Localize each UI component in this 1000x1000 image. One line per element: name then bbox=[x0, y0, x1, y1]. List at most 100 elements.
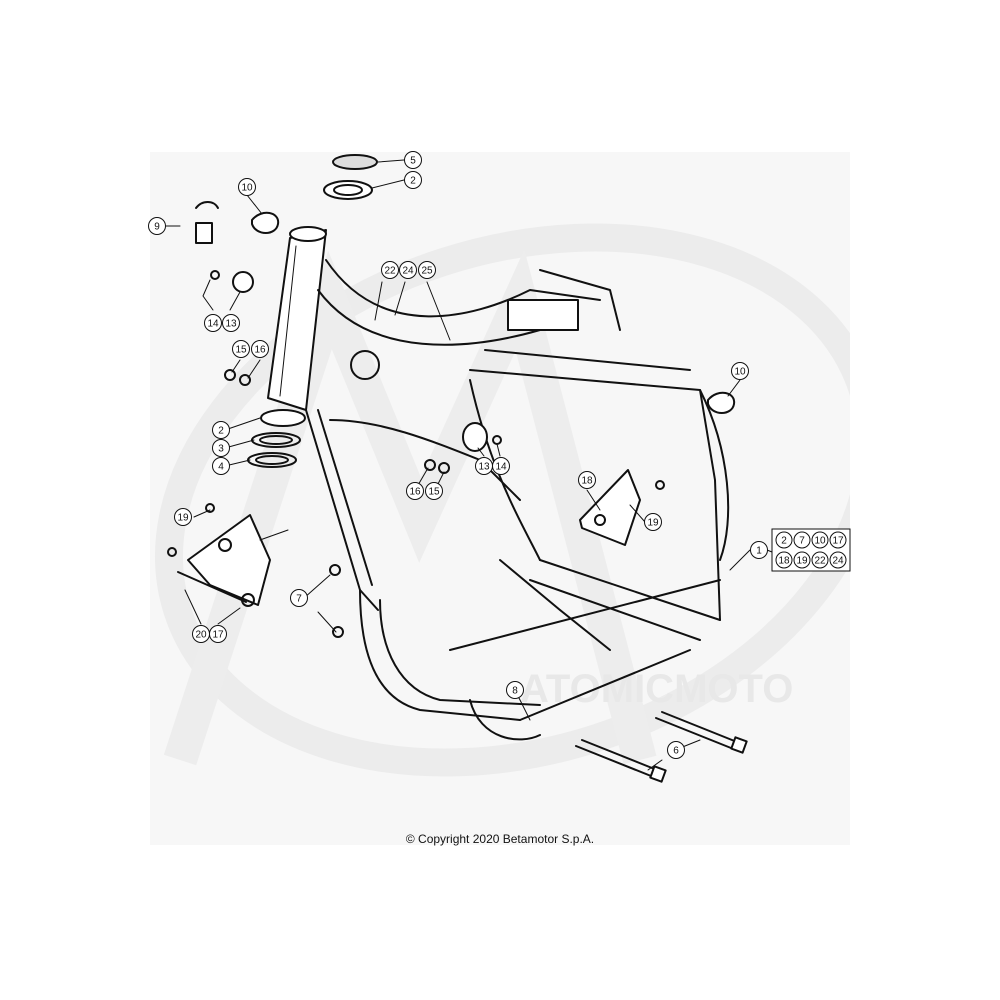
callout-number: 10 bbox=[241, 183, 253, 194]
callout-circle bbox=[174, 508, 192, 526]
callout-circle bbox=[232, 340, 250, 358]
steering-head-tube bbox=[267, 226, 327, 411]
callout-circle bbox=[425, 482, 443, 500]
part-callout: 17 bbox=[209, 625, 227, 643]
callout-circle bbox=[381, 261, 399, 279]
hose-clamps bbox=[251, 211, 736, 414]
callout-number: 19 bbox=[647, 518, 659, 529]
main-frame-tubes bbox=[305, 259, 730, 741]
callout-number: 15 bbox=[235, 345, 247, 356]
callout-circle bbox=[406, 482, 424, 500]
callout-number: 15 bbox=[428, 487, 440, 498]
part-callout: 2 bbox=[404, 171, 422, 189]
callout-circle bbox=[222, 314, 240, 332]
callout-number: 1 bbox=[756, 546, 762, 557]
callout-number: 2 bbox=[410, 176, 416, 187]
kit-item: 7 bbox=[799, 536, 805, 547]
small-fasteners bbox=[167, 201, 665, 638]
callout-number: 16 bbox=[409, 487, 421, 498]
callout-circle bbox=[290, 589, 308, 607]
callout-number: 3 bbox=[218, 444, 224, 455]
part-callout: 16 bbox=[251, 340, 269, 358]
part-callout: 7 bbox=[290, 589, 308, 607]
callout-circle bbox=[148, 217, 166, 235]
engine-mount-bracket-right bbox=[579, 469, 641, 546]
part-callout: 15 bbox=[232, 340, 250, 358]
callout-number: 14 bbox=[207, 319, 219, 330]
part-callout: 1 bbox=[750, 541, 768, 559]
callout-circle bbox=[578, 471, 596, 489]
part-callout: 10 bbox=[731, 362, 749, 380]
kit-item: 17 bbox=[832, 536, 844, 547]
callout-number: 13 bbox=[225, 319, 237, 330]
callout-number: 22 bbox=[384, 266, 396, 277]
part-callout: 18 bbox=[578, 471, 596, 489]
part-callout: 15 bbox=[425, 482, 443, 500]
callout-circle bbox=[399, 261, 417, 279]
steering-bearing-top bbox=[323, 154, 378, 200]
callout-circle bbox=[212, 439, 230, 457]
kit-item: 18 bbox=[778, 556, 790, 567]
engine-bolts bbox=[177, 571, 748, 783]
callout-circle bbox=[404, 171, 422, 189]
kit-item: 10 bbox=[814, 536, 826, 547]
kit-item: 19 bbox=[796, 556, 808, 567]
kit-item: 22 bbox=[814, 556, 826, 567]
part-callout: 20 bbox=[192, 625, 210, 643]
callout-circle bbox=[404, 151, 422, 169]
callout-number: 10 bbox=[734, 367, 746, 378]
kit-group-box: 2 7 10 17 18 19 22 24 bbox=[771, 528, 851, 572]
callout-number: 18 bbox=[581, 476, 593, 487]
callout-circle bbox=[731, 362, 749, 380]
leader-lines bbox=[164, 159, 773, 771]
part-callout: 10 bbox=[238, 178, 256, 196]
callout-number: 5 bbox=[410, 156, 416, 167]
part-callout: 14 bbox=[204, 314, 222, 332]
callout-number: 2 bbox=[218, 426, 224, 437]
kit-item: 2 bbox=[781, 536, 787, 547]
copyright-notice: © Copyright 2020 Betamotor S.p.A. bbox=[405, 832, 595, 846]
callout-number: 24 bbox=[402, 266, 414, 277]
part-callout: 19 bbox=[174, 508, 192, 526]
engine-mount-bracket-left bbox=[187, 514, 271, 607]
kit-item: 24 bbox=[832, 556, 844, 567]
callout-circle bbox=[212, 457, 230, 475]
callout-circle bbox=[750, 541, 768, 559]
part-callout: 13 bbox=[475, 457, 493, 475]
callout-number: 16 bbox=[254, 345, 266, 356]
callout-circle bbox=[238, 178, 256, 196]
callout-circle bbox=[212, 421, 230, 439]
watermark-text: ATOMICMOTO bbox=[520, 667, 793, 711]
part-callout: 25 bbox=[418, 261, 436, 279]
callout-circle bbox=[506, 681, 524, 699]
part-callout: 14 bbox=[492, 457, 510, 475]
callout-circle bbox=[209, 625, 227, 643]
callout-circle bbox=[667, 741, 685, 759]
callout-circle bbox=[418, 261, 436, 279]
callout-number: 6 bbox=[673, 746, 679, 757]
part-callout: 6 bbox=[667, 741, 685, 759]
callout-circle bbox=[644, 513, 662, 531]
part-callout: 13 bbox=[222, 314, 240, 332]
part-callout: 24 bbox=[399, 261, 417, 279]
callout-number: 17 bbox=[212, 630, 224, 641]
part-callout: 16 bbox=[406, 482, 424, 500]
part-callout: 8 bbox=[506, 681, 524, 699]
part-callout: 4 bbox=[212, 457, 230, 475]
callout-number: 4 bbox=[218, 462, 224, 473]
callout-number: 7 bbox=[296, 594, 302, 605]
part-callout: 19 bbox=[644, 513, 662, 531]
callout-number: 25 bbox=[421, 266, 433, 277]
callout-number: 14 bbox=[495, 462, 507, 473]
callout-circle bbox=[251, 340, 269, 358]
callout-number: 8 bbox=[512, 686, 518, 697]
part-callout: 22 bbox=[381, 261, 399, 279]
part-callout: 2 bbox=[212, 421, 230, 439]
callout-number: 20 bbox=[195, 630, 207, 641]
callout-circle bbox=[492, 457, 510, 475]
part-callout: 3 bbox=[212, 439, 230, 457]
callout-number: 19 bbox=[177, 513, 189, 524]
part-callout: 9 bbox=[148, 217, 166, 235]
